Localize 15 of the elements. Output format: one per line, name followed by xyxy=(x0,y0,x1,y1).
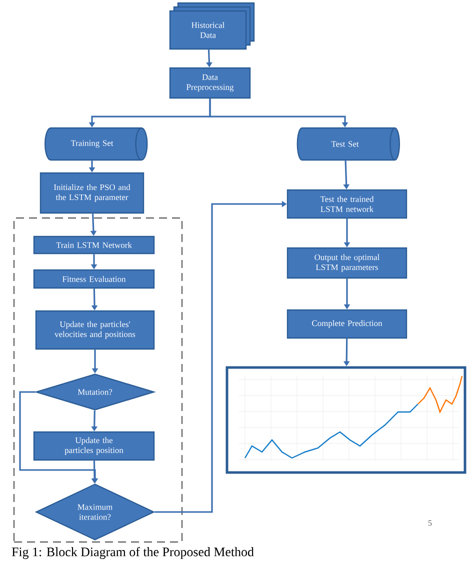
storage-cylinder: Test Set xyxy=(296,127,400,161)
process-box: Initialize the PSO and the LSTM parameter xyxy=(40,172,144,214)
line-chart-drawing xyxy=(226,366,466,474)
process-box: Data Preprocessing xyxy=(169,67,251,99)
document-stack: Historical Data xyxy=(169,2,255,50)
process-box: Fitness Evaluation xyxy=(33,269,155,289)
process-box: Update the particles' velocities and positions xyxy=(35,310,155,350)
process-box: Update the particles position xyxy=(33,431,155,461)
caption: Fig 1: Block Diagram of the Proposed Method xyxy=(12,547,254,559)
process-box: Output the optimal LSTM parameters xyxy=(286,247,408,279)
storage-cylinder: Training Set xyxy=(44,127,148,161)
process-box: Test the trained LSTM network xyxy=(286,189,408,219)
process-box: Complete Prediction xyxy=(286,309,408,339)
process-box: Train LSTM Network xyxy=(33,236,155,254)
dashed-frame xyxy=(13,217,183,543)
